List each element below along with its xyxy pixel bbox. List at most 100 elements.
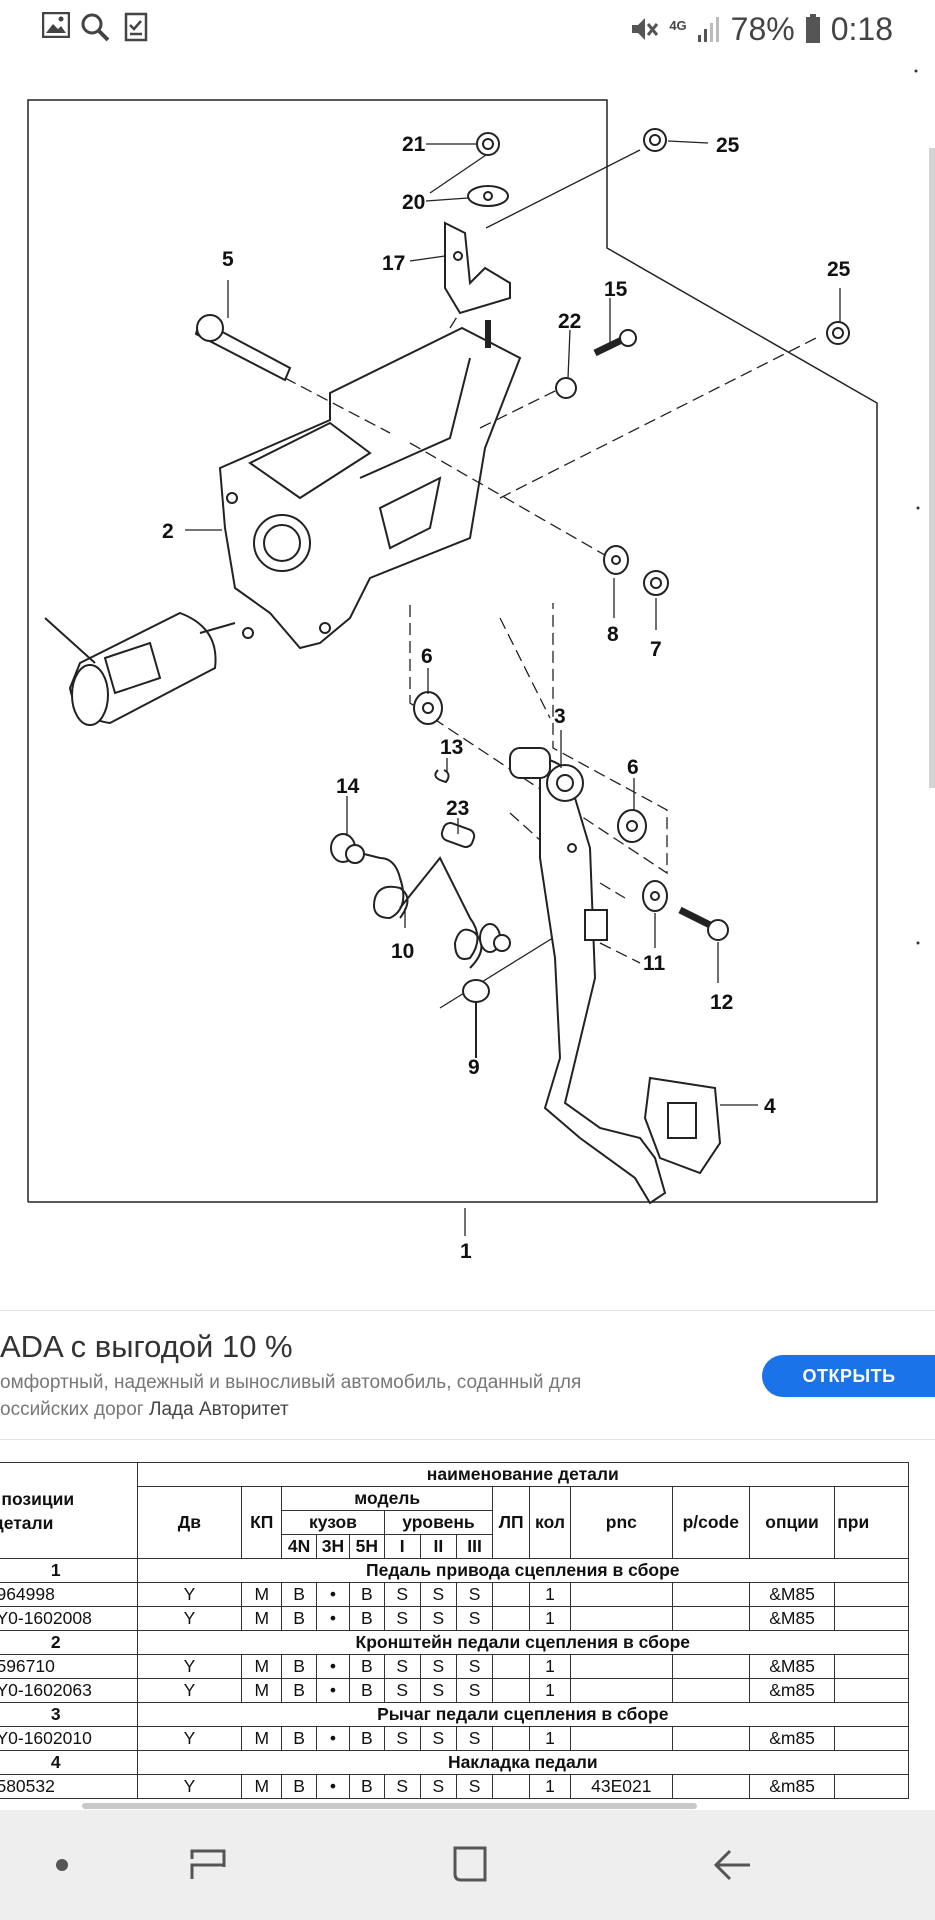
cell-b3h: •	[315, 1726, 350, 1751]
cell-num: 99Y0-1602063	[0, 1678, 138, 1703]
open-button[interactable]: ОТКРЫТЬ	[762, 1355, 935, 1397]
callout: 25	[827, 258, 851, 281]
cell-opt: &m85	[748, 1726, 836, 1751]
cell-l2: S	[419, 1582, 457, 1607]
bolt-5	[194, 314, 292, 382]
cell-b5h: B	[348, 1726, 385, 1751]
cell-l3: S	[455, 1678, 494, 1703]
cell-pcode	[671, 1678, 750, 1703]
callout: 10	[391, 940, 414, 963]
cell-l1: S	[383, 1678, 421, 1703]
cell-lp	[492, 1678, 531, 1703]
nav-dot-button[interactable]	[32, 1840, 92, 1890]
cell-l1: S	[383, 1774, 421, 1799]
cell-b4n: B	[281, 1678, 317, 1703]
cell-b5h: B	[348, 1654, 385, 1679]
callout: 13	[440, 736, 463, 759]
cell-lp	[492, 1582, 531, 1607]
signal-icon	[697, 17, 719, 42]
col-pcode: p/code	[671, 1486, 750, 1559]
cell-pcode	[671, 1774, 750, 1799]
cell-l2: S	[419, 1654, 457, 1679]
callout: 12	[710, 991, 733, 1014]
cell-b5h: B	[348, 1606, 385, 1631]
ad-title[interactable]: ADA с выгодой 10 %	[0, 1329, 293, 1364]
cell-lp	[492, 1774, 531, 1799]
col-level-2: II	[419, 1534, 457, 1559]
callout-labels: 21 25 20 17 5 25 15 22 2 8 7 6 3 13 6 14…	[162, 133, 851, 1263]
back-button[interactable]	[702, 1840, 762, 1890]
ad-description: омфортный, надежный и выносливый автомоб…	[0, 1372, 582, 1420]
callout: 14	[336, 775, 360, 798]
checklist-icon	[124, 12, 148, 42]
cell-pcode	[671, 1726, 750, 1751]
cell-pnc	[569, 1582, 673, 1607]
navigation-bar	[0, 1810, 935, 1920]
callout: 6	[627, 756, 639, 779]
ad-banner[interactable]: ADA с выгодой 10 % омфортный, надежный и…	[0, 1310, 935, 1440]
cell-note	[834, 1726, 909, 1751]
cell-b4n: B	[281, 1606, 317, 1631]
col-level-3: III	[455, 1534, 494, 1559]
cell-l1: S	[383, 1654, 421, 1679]
cell-note	[834, 1654, 909, 1679]
col-body-4n: 4N	[281, 1534, 317, 1559]
cell-qty: 1	[529, 1774, 571, 1799]
col-note: при	[834, 1486, 909, 1559]
cell-b5h: B	[348, 1678, 385, 1703]
callout: 3	[554, 705, 566, 728]
col-engine: Дв	[136, 1486, 243, 1559]
cell-qty: 1	[529, 1678, 571, 1703]
col-lp: ЛП	[492, 1486, 531, 1559]
cell-kp: M	[241, 1774, 283, 1799]
cell-pnc	[569, 1654, 673, 1679]
status-bar: 4G 78% 0:18	[0, 0, 935, 58]
col-body-5h: 5H	[348, 1534, 385, 1559]
cell-b3h: •	[315, 1678, 350, 1703]
callout: 5	[222, 248, 234, 271]
cell-b5h: B	[348, 1774, 385, 1799]
cell-qty: 1	[529, 1606, 571, 1631]
page-scrollbar[interactable]	[929, 148, 935, 788]
cell-l1: S	[383, 1582, 421, 1607]
col-position: № позиции и детали	[0, 1462, 138, 1559]
cell-l3: S	[455, 1606, 494, 1631]
cell-dv: Y	[136, 1606, 243, 1631]
cell-l3: S	[455, 1774, 494, 1799]
cell-note	[834, 1582, 909, 1607]
cell-b4n: B	[281, 1654, 317, 1679]
pedal-pad	[643, 1076, 722, 1175]
cell-qty: 1	[529, 1654, 571, 1679]
col-gearbox: КП	[241, 1486, 283, 1559]
callout: 17	[382, 252, 405, 275]
recents-button[interactable]	[178, 1840, 238, 1890]
callout: 9	[468, 1056, 480, 1079]
cell-opt: &M85	[748, 1606, 836, 1631]
section-position: 3	[0, 1702, 138, 1727]
image-icon	[42, 12, 70, 38]
section-position: 4	[0, 1750, 138, 1775]
cell-l3: S	[455, 1582, 494, 1607]
cell-note	[834, 1774, 909, 1799]
cell-pnc	[569, 1678, 673, 1703]
horizontal-scrollbar[interactable]	[82, 1803, 697, 1809]
parts-table: № позиции и детали наименование детали Д…	[0, 1462, 910, 1799]
section-position: 2	[0, 1630, 138, 1655]
cell-pcode	[671, 1654, 750, 1679]
cell-l2: S	[419, 1726, 457, 1751]
cell-l3: S	[455, 1654, 494, 1679]
cell-kp: M	[241, 1726, 283, 1751]
col-qty: кол	[529, 1486, 571, 1559]
cell-opt: &m85	[748, 1678, 836, 1703]
cell-pnc	[569, 1726, 673, 1751]
cell-num: 99Y0-1602008	[0, 1606, 138, 1631]
callout: 1	[460, 1240, 472, 1263]
parts-table-container[interactable]: № позиции и детали наименование детали Д…	[0, 1462, 935, 1808]
home-button[interactable]	[440, 1840, 500, 1890]
cell-note	[834, 1678, 909, 1703]
